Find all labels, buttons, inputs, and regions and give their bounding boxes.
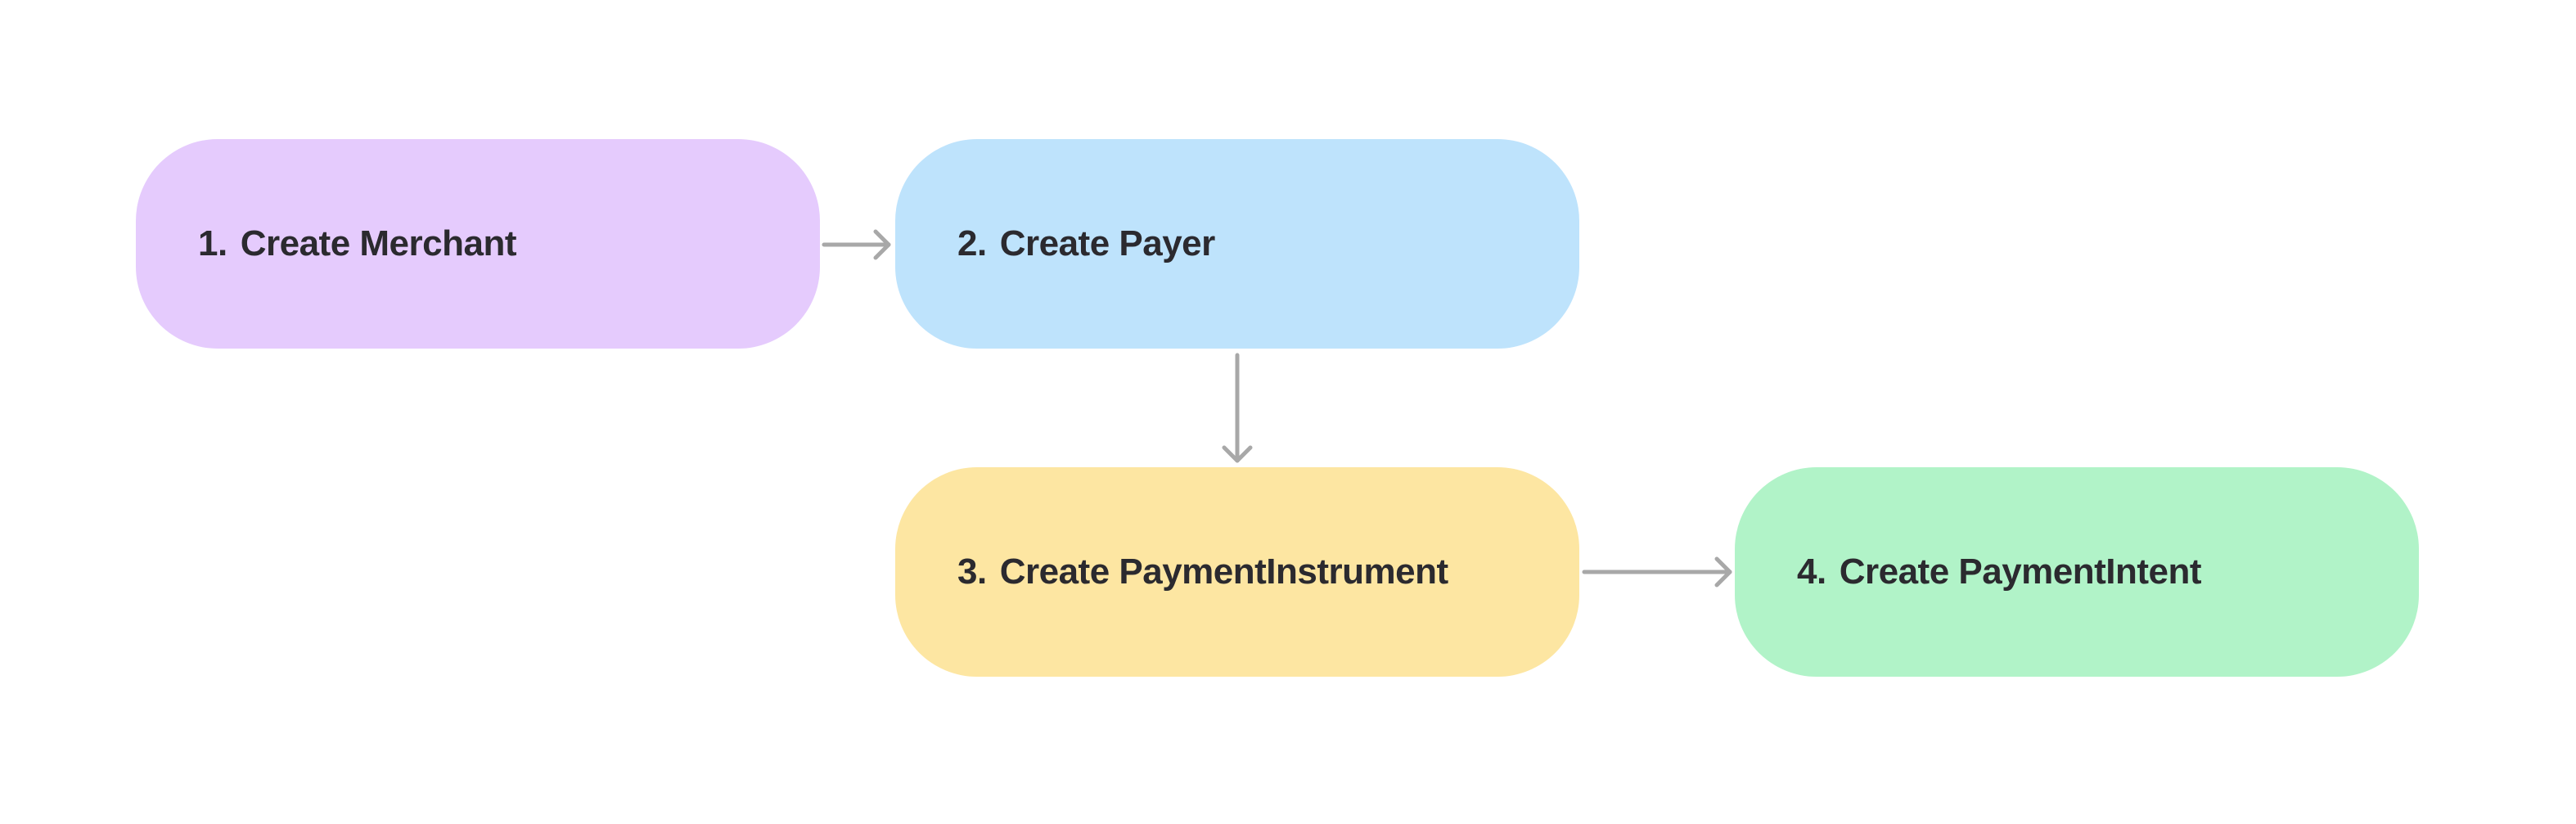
step-create-merchant[interactable]: 1. Create Merchant: [136, 139, 820, 349]
arrow-instrument-to-intent: [1582, 556, 1732, 588]
step-create-payment-instrument[interactable]: 3. Create PaymentInstrument: [895, 467, 1579, 677]
step-create-payer[interactable]: 2. Create Payer: [895, 139, 1579, 349]
arrow-merchant-to-payer: [822, 229, 891, 260]
step-label: Create PaymentIntent: [1839, 552, 2202, 592]
step-label: Create PaymentInstrument: [999, 552, 1448, 592]
step-label: Create Payer: [999, 223, 1216, 263]
step-number: 3.: [957, 552, 987, 592]
arrow-payer-to-instrument: [1222, 353, 1253, 463]
step-label: Create Merchant: [240, 223, 517, 263]
step-create-payment-intent[interactable]: 4. Create PaymentIntent: [1735, 467, 2419, 677]
step-number: 4.: [1797, 552, 1826, 592]
step-number: 2.: [957, 223, 987, 263]
step-number: 1.: [198, 223, 227, 263]
